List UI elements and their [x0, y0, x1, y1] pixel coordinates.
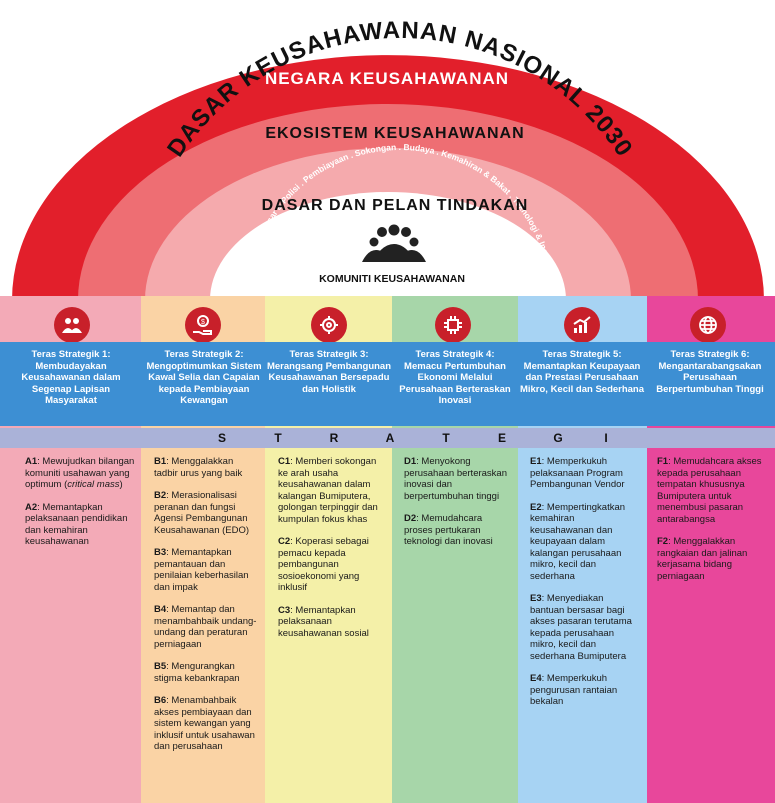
strategy-column-c: C1: Memberi sokongan ke arah usaha keusa…: [278, 456, 386, 650]
strategy-item: C2: Koperasi sebagai pemacu kepada pemba…: [278, 536, 369, 593]
teras-5-body: Memantapkan Keupayaan dan Prestasi Perus…: [519, 360, 645, 395]
strategi-letter: G: [553, 431, 563, 445]
teras-3: Teras Strategik 3: Merangsang Pembanguna…: [266, 349, 392, 395]
circuit-chip-icon: [435, 307, 471, 343]
ring2-label: EKOSISTEM KEUSAHAWANAN: [265, 125, 524, 142]
teras-3-head: Teras Strategik 3:: [289, 349, 369, 360]
teras-4: Teras Strategik 4: Memacu Pertumbuhan Ek…: [392, 349, 518, 407]
strategy-item: B3: Memantapkan pemantauan dan penilaian…: [154, 547, 249, 593]
strategy-column-a: A1: Mewujudkan bilangan komuniti usahawa…: [25, 456, 137, 559]
teras-2-body: Mengoptimumkan Sistem Kawal Selia dan Ca…: [146, 360, 262, 407]
strategy-item: A1: Mewujudkan bilangan komuniti usahawa…: [25, 456, 135, 490]
strategy-item: B2: Merasionalisasi peranan dan fungsi A…: [154, 490, 250, 536]
strategi-letter: I: [604, 431, 608, 445]
teras-6-head: Teras Strategik 6:: [670, 349, 750, 360]
strategy-item: C3: Memantapkan pelaksanaan keusahawanan…: [278, 604, 369, 639]
teras-5-head: Teras Strategik 5:: [542, 349, 622, 360]
strategi-letter: R: [329, 431, 339, 445]
ring1-label: NEGARA KEUSAHAWANAN: [265, 69, 509, 88]
arch-diagram: DASAR KEUSAHAWANAN NASIONAL 2030 NEGARA …: [12, 17, 764, 300]
gear-head-icon: [311, 307, 347, 343]
strategy-item: E3: Menyediakan bantuan bersasar bagi ak…: [530, 593, 632, 662]
strategy-item: C1: Memberi sokongan ke arah usaha keusa…: [278, 456, 378, 525]
strategi-letter: A: [385, 431, 395, 445]
strategy-item: E1: Memperkukuh pelaksanaan Program Pemb…: [530, 456, 625, 490]
growth-chart-icon: [564, 307, 600, 343]
strategy-item: F1: Memudahcara akses kepada perusahaan …: [657, 456, 762, 525]
teras-2-head: Teras Strategik 2:: [164, 349, 244, 360]
strategy-column-b: B1: Menggalakkan tadbir urus yang baik B…: [154, 456, 258, 764]
people-group-icon: [362, 224, 426, 262]
ring3-label: DASAR DAN PELAN TINDAKAN: [262, 197, 529, 214]
strategi-letter: T: [274, 431, 282, 445]
strategi-bar: [0, 428, 775, 448]
teras-5: Teras Strategik 5: Memantapkan Keupayaan…: [519, 349, 645, 395]
strategy-item: B5: Mengurangkan stigma kebankrapan: [154, 661, 240, 684]
teras-2: Teras Strategik 2: Mengoptimumkan Sistem…: [141, 349, 267, 407]
strategy-column-f: F1: Memudahcara akses kepada perusahaan …: [657, 456, 769, 593]
globe-icon: [690, 307, 726, 343]
teras-band: [0, 342, 775, 426]
teras-1-head: Teras Strategik 1:: [31, 349, 111, 360]
strategy-item: B1: Menggalakkan tadbir urus yang baik: [154, 456, 243, 479]
strategi-letter: E: [497, 431, 506, 445]
strategy-item: E2: Mempertingkatkan kemahiran keusahawa…: [530, 501, 626, 582]
teras-6-body: Mengantarabangsakan Perusahaan Berpertum…: [656, 360, 764, 395]
teras-1-body: Membudayakan Keusahawanan dalam Segenap …: [21, 360, 121, 407]
strategy-item: D2: Memudahcara proses pertukaran teknol…: [404, 513, 493, 547]
strategy-item: B4: Memantap dan menambahbaik undang-und…: [154, 604, 257, 650]
people-icon: [54, 307, 90, 343]
teras-1: Teras Strategik 1: Membudayakan Keusahaw…: [8, 349, 134, 407]
teras-4-body: Memacu Pertumbuhan Ekonomi Melalui Perus…: [399, 360, 511, 407]
strategi-letter: T: [442, 431, 450, 445]
strategy-column-d: D1: Menyokong perusahaan berteraskan ino…: [404, 456, 512, 559]
money-hand-icon: $: [185, 307, 221, 343]
teras-6: Teras Strategik 6: Mengantarabangsakan P…: [647, 349, 773, 395]
strategy-item: E4: Memperkukuh pengurusan rantaian beka…: [530, 673, 618, 707]
strategy-item: D1: Menyokong perusahaan berteraskan ino…: [404, 456, 507, 502]
strategy-item: B6: Menambahbaik akses pembiayaan dan si…: [154, 695, 255, 752]
strategi-letter: S: [217, 431, 226, 445]
strategy-column-e: E1: Memperkukuh pelaksanaan Program Pemb…: [530, 456, 640, 719]
teras-4-head: Teras Strategik 4:: [415, 349, 495, 360]
svg-text:$: $: [201, 319, 205, 326]
strategy-item: A2: Memantapkan pelaksanaan pendidikan d…: [25, 501, 128, 548]
center-label: KOMUNITI KEUSAHAWANAN: [319, 273, 465, 285]
strategy-item: F2: Menggalakkan rangkaian dan jalinan k…: [657, 536, 748, 582]
teras-3-body: Merangsang Pembangunan Keusahawanan Bers…: [266, 360, 392, 395]
